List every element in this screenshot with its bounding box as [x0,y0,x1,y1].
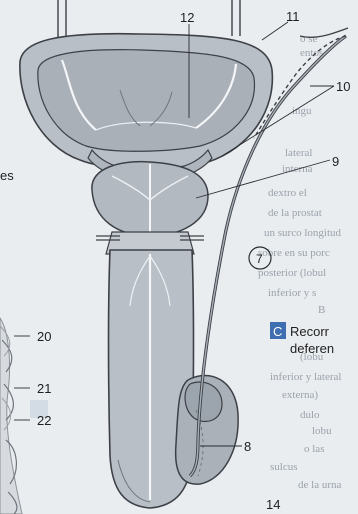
label-22: 22 [37,413,51,428]
label-7: 7 [256,252,263,266]
left-edge-text: es [0,168,14,183]
figure-caption: C Recorr deferen [270,322,334,356]
bg-text-line: lobu [312,425,332,437]
bg-text-line: inferior y s [268,287,316,299]
bg-text-line: de la prostat [268,207,322,219]
bg-text-line: posterior (lobul [258,267,326,279]
bg-text-line: o se [300,33,318,45]
label-10: 10 [336,79,350,94]
prostate [92,162,208,236]
bg-text-line: sulcus [270,461,298,473]
bg-text-line: dulo [300,409,320,421]
label-21: 21 [37,381,51,396]
bg-text-line: B [318,304,325,316]
caption-letter: C [273,324,282,339]
caption-line-1: Recorr [290,324,330,339]
label-12: 12 [180,10,194,25]
leader-9 [196,160,330,198]
bg-text-line: ingu [292,105,312,117]
bg-text-line: dextro el [268,187,307,199]
label-20: 20 [37,329,51,344]
bg-text-line: un surco longitud [264,227,341,239]
label-14: 14 [266,497,280,512]
leader-11 [262,22,288,40]
bg-text-line: sobre en su porc [258,247,330,259]
label-11: 11 [286,9,300,24]
bg-text-line: externa) [282,389,318,401]
bg-text-line: o las [304,443,324,455]
bg-text-line: lateral [285,147,312,159]
bg-text-line: inferior y lateral [270,371,341,383]
label-9: 9 [332,154,339,169]
testis [176,375,239,484]
bg-text-line: de la urna [298,479,341,491]
caption-line-2: deferen [290,341,334,356]
label-8: 8 [244,439,251,454]
